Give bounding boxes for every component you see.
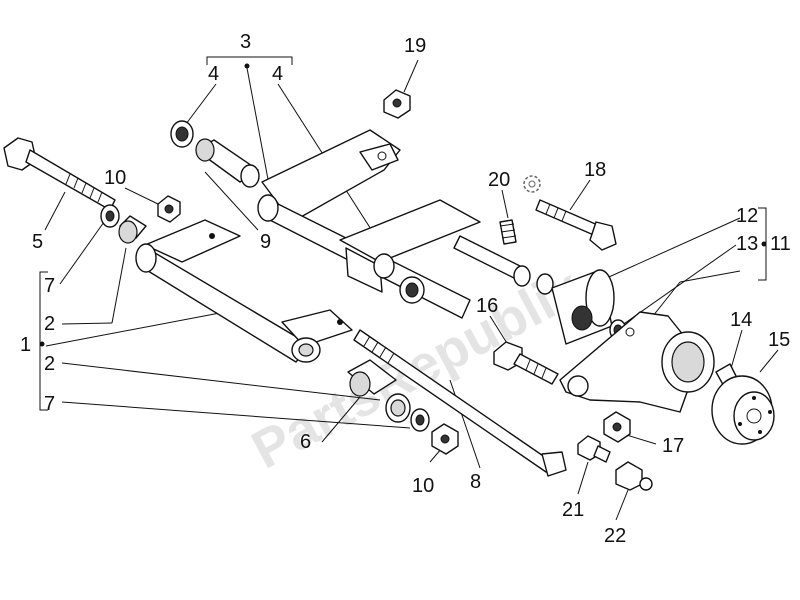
bolt-18	[535, 199, 617, 251]
cover-15	[711, 375, 775, 445]
callout-2-bottom: 2	[44, 353, 55, 375]
callout-14: 14	[730, 309, 752, 331]
callout-7-top: 7	[44, 275, 55, 297]
spring-20	[499, 219, 517, 245]
callout-18: 18	[584, 159, 606, 181]
callout-13: 13	[736, 233, 758, 255]
nut-19	[383, 89, 411, 119]
bracket-11-dot	[761, 241, 767, 247]
nipple-22	[615, 461, 653, 491]
callout-3: 3	[240, 31, 251, 53]
bracket-1-dot	[39, 341, 45, 347]
callout-7-bottom: 7	[44, 393, 55, 415]
callout-17: 17	[662, 435, 684, 457]
washer-7-top	[100, 204, 120, 228]
shaft-assembly	[453, 235, 554, 295]
callout-21: 21	[562, 499, 584, 521]
washer-7-bottom	[410, 408, 430, 432]
bracket-3	[206, 56, 293, 65]
nut-17	[603, 411, 631, 443]
callout-labels: 3 4 4 19 10 9 5 7 2 1 2 7 6 10 8 20 18 1…	[20, 31, 791, 547]
bracket-3-dot	[244, 63, 250, 69]
callout-1: 1	[20, 334, 31, 356]
callout-4-right: 4	[272, 63, 283, 85]
callout-15: 15	[768, 329, 790, 351]
sleeve-6	[347, 359, 397, 397]
leader-lines	[39, 56, 779, 521]
callout-9: 9	[260, 231, 271, 253]
bush-4-left	[170, 120, 194, 148]
nut-10-top	[157, 195, 181, 223]
spacer-9	[195, 138, 260, 188]
bracket-11	[559, 311, 715, 413]
screw-21	[577, 435, 611, 463]
callout-22: 22	[604, 525, 626, 547]
bush-2-top	[118, 215, 147, 244]
callout-4-left: 4	[208, 63, 219, 85]
gear-icon	[523, 175, 541, 193]
bolt-16	[493, 341, 559, 385]
silent-block-12	[551, 269, 615, 345]
callout-2-top: 2	[44, 313, 55, 335]
bush-4-right	[399, 276, 425, 304]
callout-20: 20	[488, 169, 510, 191]
callout-12: 12	[736, 205, 758, 227]
engine-bracket-3	[257, 129, 481, 319]
swing-arm-1	[135, 219, 353, 363]
callout-6: 6	[300, 431, 311, 453]
callout-5: 5	[32, 231, 43, 253]
bracket-1	[39, 271, 48, 411]
callout-8: 8	[470, 471, 481, 493]
callout-19: 19	[404, 35, 426, 57]
bolt-5	[3, 137, 116, 211]
callout-11: 11	[770, 233, 791, 255]
bush-2-bottom	[385, 393, 411, 423]
callout-16: 16	[476, 295, 498, 317]
rod-8	[353, 329, 567, 477]
callout-10-top: 10	[104, 167, 126, 189]
nut-10-bottom	[431, 423, 459, 455]
callout-10-bottom: 10	[412, 475, 434, 497]
